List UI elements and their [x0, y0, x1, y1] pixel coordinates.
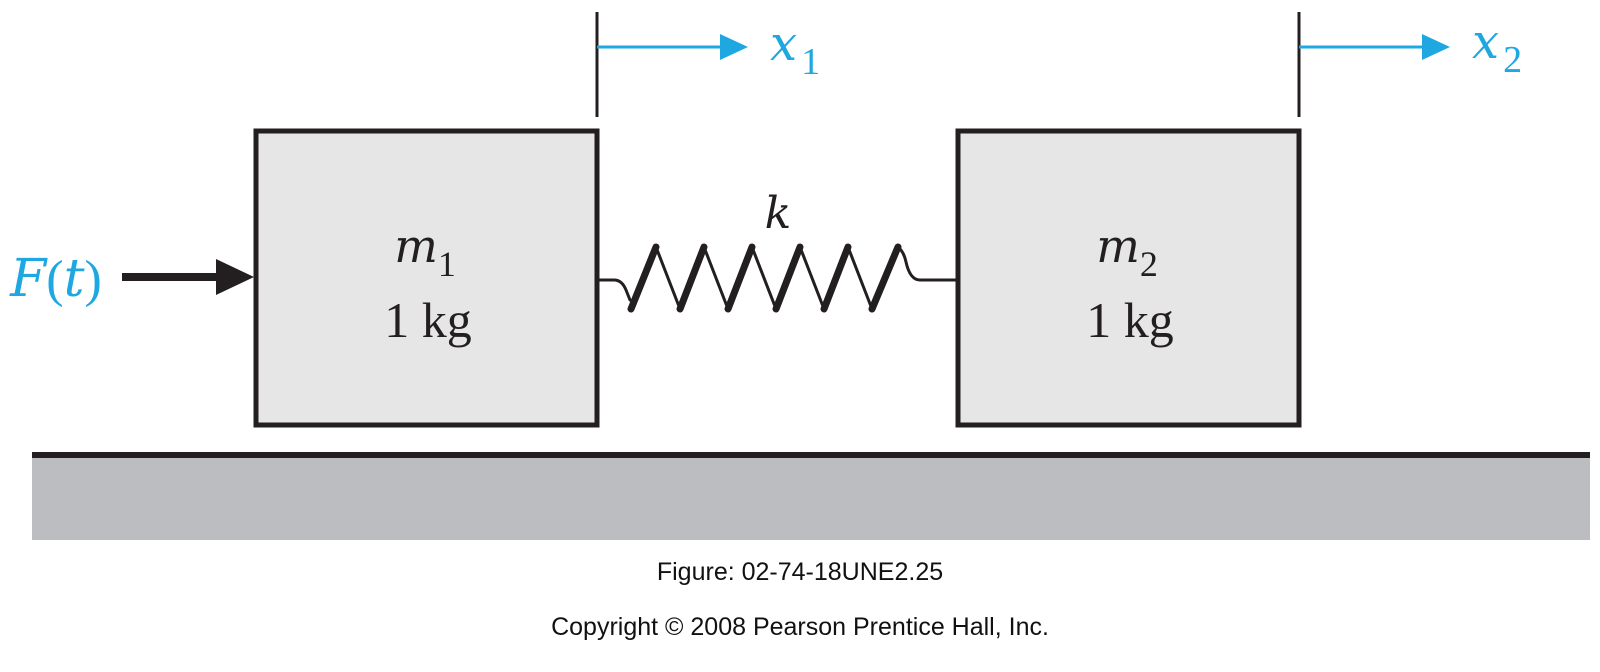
mass2-block [955, 128, 1302, 428]
figure-caption: Figure: 02-74-18UNE2.25 [656, 558, 944, 586]
force-arrow [122, 259, 254, 295]
ground-surface [32, 455, 1590, 540]
displacement-marker-x2 [1297, 12, 1450, 117]
mass1-block [253, 128, 600, 428]
displacement-marker-x1 [595, 12, 748, 117]
mass1-value: 1 kg [384, 292, 472, 348]
mass2-symbol: m2 [1096, 219, 1158, 284]
spring-constant-label: k [765, 188, 792, 239]
force-label: F(t) [9, 249, 102, 309]
mass1-symbol: m1 [394, 219, 456, 284]
spring [595, 243, 960, 313]
copyright-caption: Copyright © 2008 Pearson Prentice Hall, … [551, 613, 1049, 641]
mass2-value: 1 kg [1086, 292, 1174, 348]
